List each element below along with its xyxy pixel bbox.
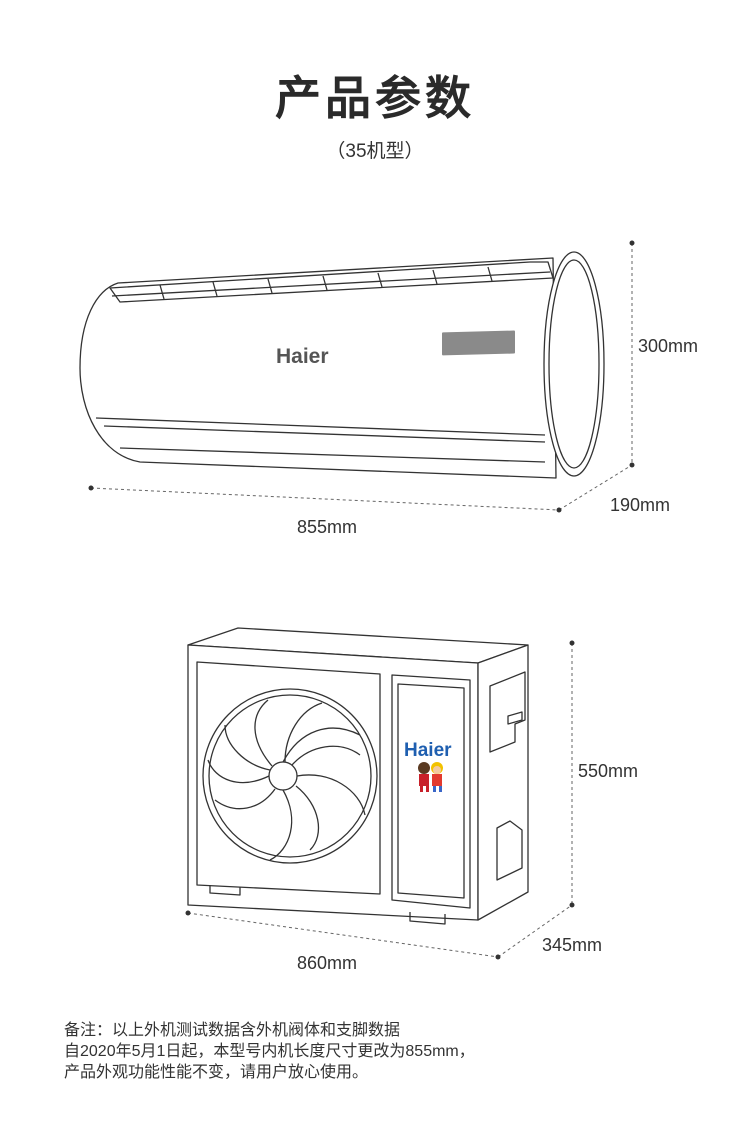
model-subtitle: （35机型） — [326, 141, 424, 162]
indoor-brand-logo: Haier — [276, 345, 329, 368]
outdoor-dimension-lines — [187, 643, 573, 958]
footnote-line: 备注：以上外机测试数据含外机阀体和支脚数据 — [64, 1022, 401, 1039]
page-title: 产品参数 — [275, 72, 475, 124]
display-panel — [442, 330, 515, 356]
outdoor-height-label: 550mm — [578, 761, 638, 781]
footnote: 备注：以上外机测试数据含外机阀体和支脚数据 自2020年5月1日起，本型号内机长… — [64, 1020, 704, 1083]
outdoor-brand-logo: Haier — [404, 740, 452, 761]
indoor-dimension-lines — [90, 243, 633, 511]
footnote-line: 自2020年5月1日起，本型号内机长度尺寸更改为855mm， — [64, 1043, 475, 1060]
indoor-depth-label: 190mm — [610, 495, 670, 515]
indoor-height-label: 300mm — [638, 336, 698, 356]
outdoor-unit-drawing — [187, 627, 529, 925]
outdoor-width-label: 860mm — [297, 953, 357, 973]
indoor-unit-drawing — [79, 251, 605, 479]
mascot-icon — [418, 762, 443, 792]
outdoor-depth-label: 345mm — [542, 935, 602, 955]
footnote-line: 产品外观功能性能不变，请用户放心使用。 — [64, 1064, 369, 1081]
indoor-width-label: 855mm — [297, 517, 357, 537]
